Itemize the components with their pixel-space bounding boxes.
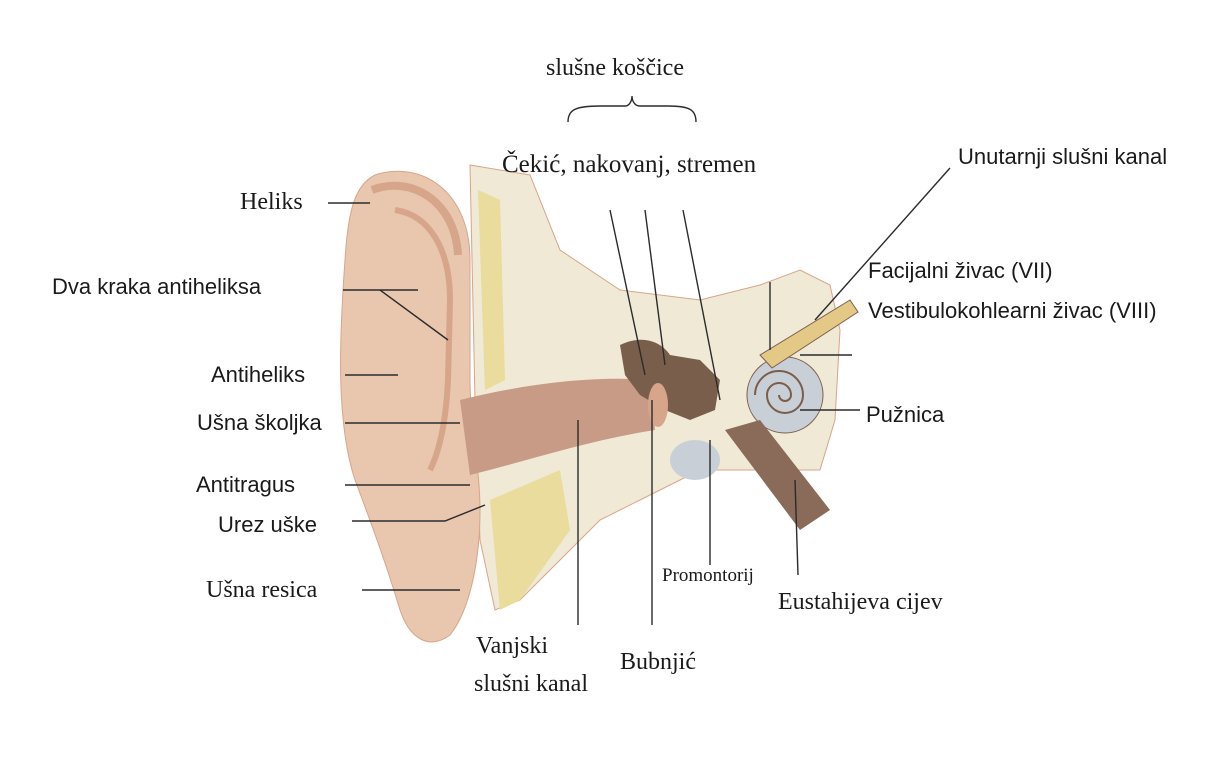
label-bubnjic: Bubnjić [620,650,696,674]
label-heliks: Heliks [240,190,303,214]
leader-ossicle-brace [568,96,696,122]
label-slusne-koscice: slušne koščice [546,56,684,80]
label-cekic-nakovanj-stremen: Čekić, nakovanj, stremen [502,152,756,177]
label-slusni-kanal: slušni kanal [474,672,588,696]
label-unutarnji-slusni-kanal: Unutarnji slušni kanal [958,146,1167,168]
label-usna-skoljka: Ušna školjka [197,412,322,434]
label-facijalni-zivac: Facijalni živac (VII) [868,260,1053,282]
label-puznica: Pužnica [866,404,944,426]
label-vanjski: Vanjski [476,634,548,658]
label-antitragus: Antitragus [196,474,295,496]
promontory-bulge [670,440,720,480]
label-dva-kraka-antiheliksa: Dva kraka antiheliksa [52,276,261,298]
label-urez-uske: Urez uške [218,514,317,536]
label-usna-resica: Ušna resica [206,578,317,602]
label-vestibulokohlearni-zivac: Vestibulokohlearni živac (VIII) [868,300,1157,322]
eardrum [648,383,668,427]
label-eustahijeva-cijev: Eustahijeva cijev [778,590,943,614]
label-promontorij: Promontorij [662,566,754,585]
label-antiheliks: Antiheliks [211,364,305,386]
